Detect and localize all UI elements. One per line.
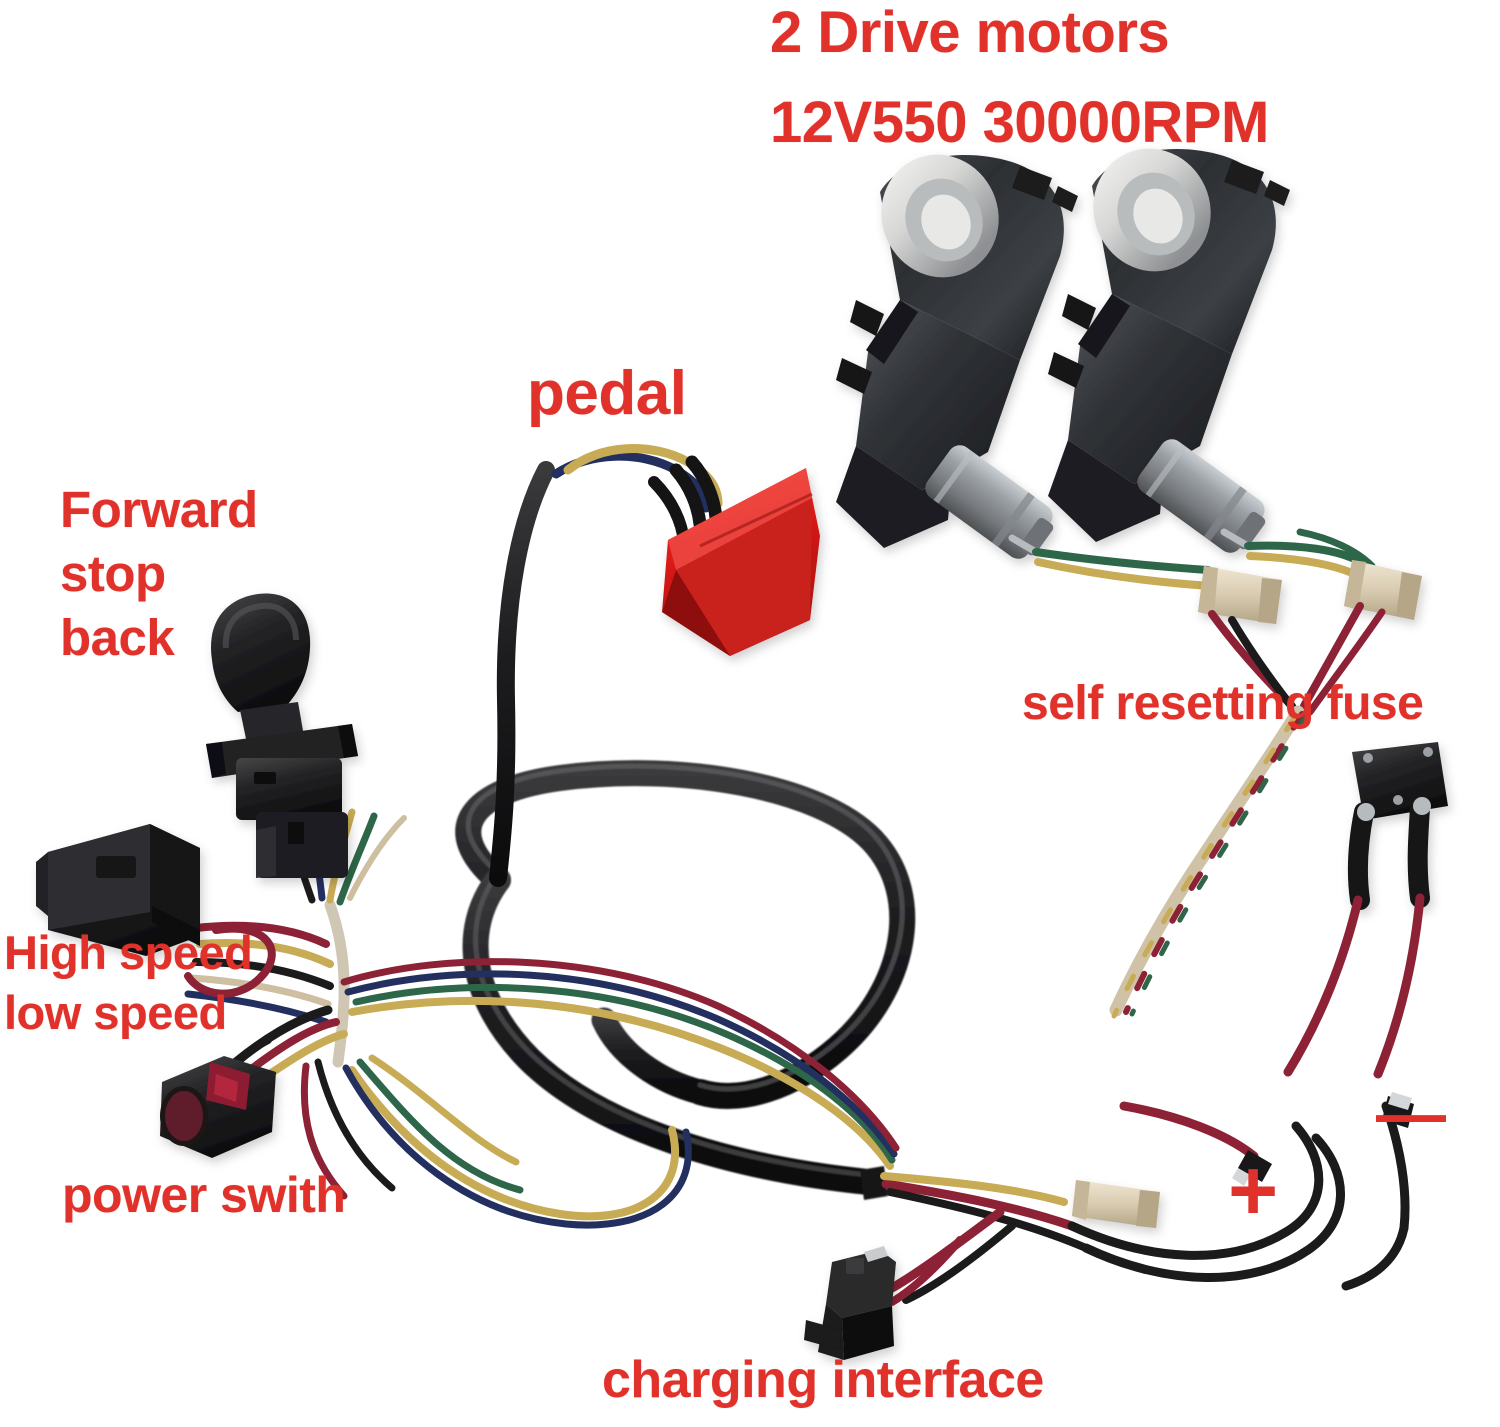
battery-positive-terminal xyxy=(1232,1150,1272,1186)
label-drive-motors-line2: 12V550 30000RPM xyxy=(770,90,1269,155)
label-speed-line2: low speed xyxy=(4,986,227,1039)
label-power-switch: power swith xyxy=(62,1167,346,1223)
label-shifter-line1: Forward xyxy=(60,481,258,538)
left-wire-bundle xyxy=(184,808,900,1229)
self-resetting-fuse xyxy=(1347,742,1448,910)
fuse-area-wires xyxy=(1109,602,1386,1019)
label-shifter-line3: back xyxy=(60,609,175,666)
drive-motor-left xyxy=(836,154,1078,559)
label-drive-motors-line1: 2 Drive motors xyxy=(770,0,1170,65)
gear-shifter xyxy=(206,593,358,878)
label-negative-sign: — xyxy=(1376,1074,1446,1152)
label-speed-line1: High speed xyxy=(4,926,253,979)
speed-connector xyxy=(36,824,200,956)
power-switch xyxy=(160,1056,276,1158)
charging-port xyxy=(804,1246,896,1360)
pedal-switch xyxy=(489,444,820,887)
drive-motor-right xyxy=(1048,148,1290,553)
label-positive-sign: + xyxy=(1228,1143,1279,1239)
label-self-resetting-fuse: self resetting fuse xyxy=(1022,677,1424,730)
battery-negative-terminal xyxy=(1382,1092,1414,1128)
label-charging-interface: charging interface xyxy=(602,1351,1044,1409)
label-shifter-line2: stop xyxy=(60,545,166,602)
inline-fuse-holder xyxy=(1072,1180,1160,1228)
inline-connector-left xyxy=(1198,566,1282,624)
label-pedal: pedal xyxy=(527,359,687,428)
